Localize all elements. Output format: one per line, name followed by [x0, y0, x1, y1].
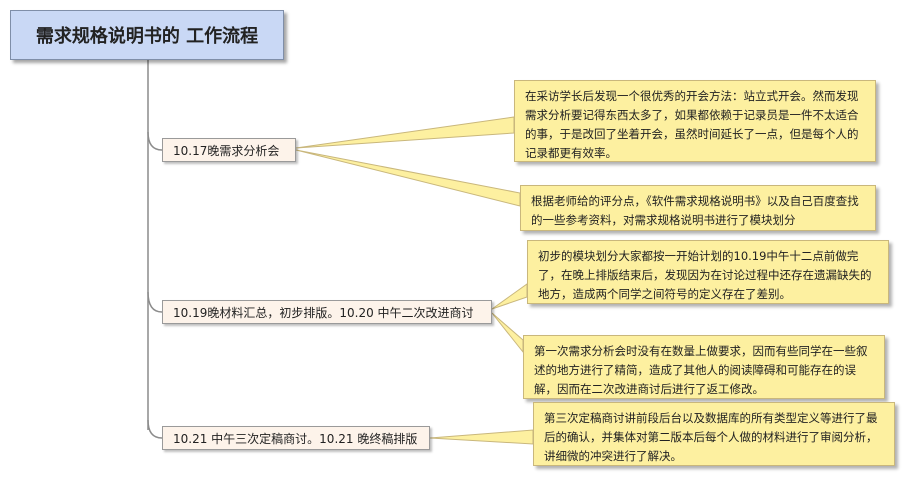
- stage-3[interactable]: 10.21 中午三次定稿商讨。10.21 晚终稿排版: [162, 426, 430, 450]
- stage-2[interactable]: 10.19晚材料汇总，初步排版。10.20 中午二次改进商讨: [162, 300, 492, 324]
- callout-wedge-3: [429, 429, 534, 445]
- stage-2-label: 10.19晚材料汇总，初步排版。10.20 中午二次改进商讨: [173, 305, 474, 320]
- note-3[interactable]: 第三次定稿商讨讲前段后台以及数据库的所有类型定义等进行了最后的确认，并集体对第二…: [533, 402, 895, 466]
- callout-wedge-2a: [491, 283, 528, 310]
- callout-wedge-1a: [295, 116, 515, 149]
- callout-wedge-1b: [295, 149, 521, 207]
- stage-1-label: 10.17晚需求分析会: [173, 143, 280, 158]
- branch-stage-1: [147, 131, 163, 151]
- note-2a[interactable]: 初步的模块划分大家都按一开始计划的10.19中午十二点前做完了，在晚上排版结束后…: [527, 240, 889, 304]
- stage-3-label: 10.21 中午三次定稿商讨。10.21 晚终稿排版: [173, 431, 418, 446]
- branch-stage-2: [147, 291, 163, 313]
- branch-stage-3: [147, 419, 163, 439]
- note-1b[interactable]: 根据老师给的评分点，《软件需求规格说明书》以及自己百度查找的一些参考资料，对需求…: [520, 185, 876, 231]
- stage-1[interactable]: 10.17晚需求分析会: [162, 138, 296, 162]
- root-topic[interactable]: 需求规格说明书的 工作流程: [10, 10, 284, 60]
- note-1a[interactable]: 在采访学长后发现一个很优秀的开会方法：站立式开会。然而发现需求分析要记得东西太多…: [514, 80, 876, 162]
- callout-wedge-2b: [491, 312, 524, 354]
- note-2b[interactable]: 第一次需求分析会时没有在数量上做要求，因而有些同学在一些叙述的地方进行了精简，造…: [523, 335, 885, 399]
